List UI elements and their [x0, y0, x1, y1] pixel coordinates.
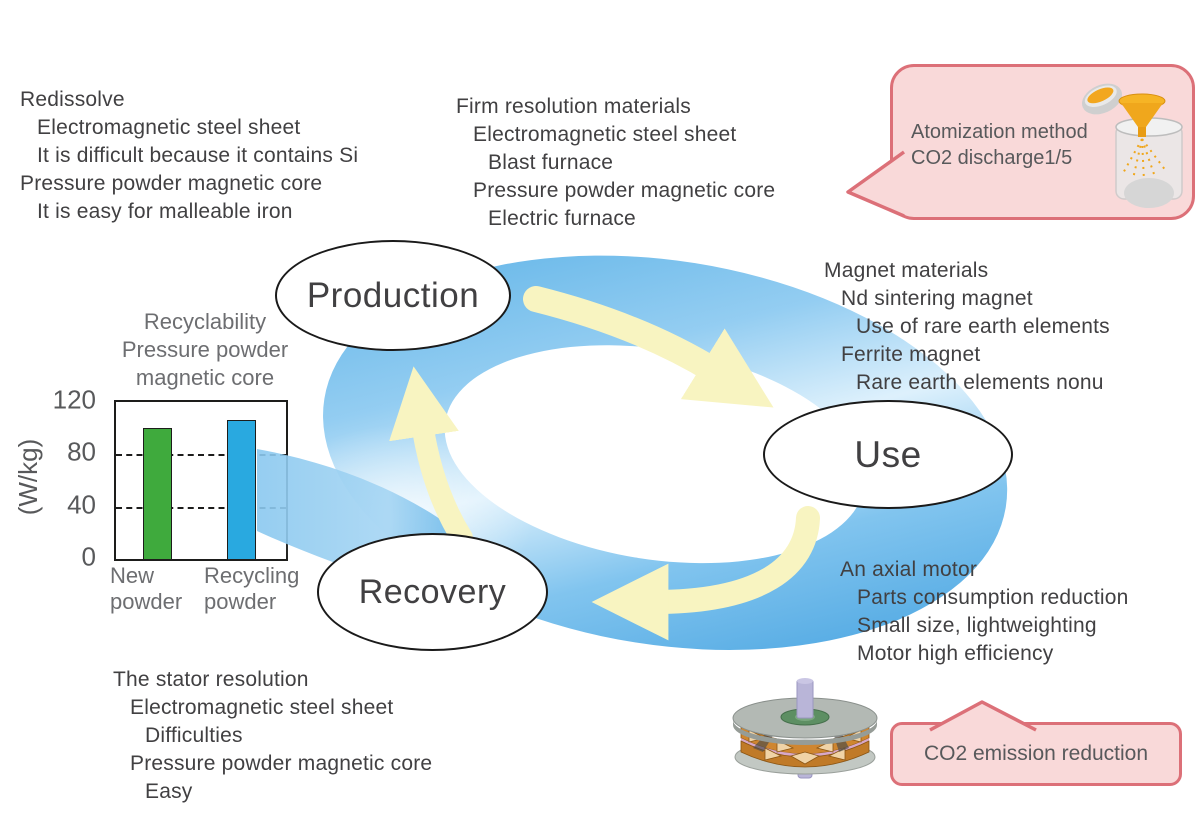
category-line: Recycling [204, 563, 300, 588]
note-line: Magnet materials [824, 259, 989, 282]
callout-co2-tail [929, 700, 1037, 732]
callout-atomization: Atomization method CO2 discharge1/5 [890, 64, 1195, 220]
node-recovery: Recovery [317, 533, 548, 651]
chart-title-line: Recyclability [143, 309, 267, 334]
note-line: Electric furnace [488, 207, 636, 230]
note-line: Easy [145, 780, 193, 803]
atomizer-illustration [1081, 83, 1183, 208]
arrow-production-to-use [523, 286, 774, 408]
note-line: Electromagnetic steel sheet [473, 123, 737, 146]
note-line: Ferrite magnet [841, 343, 981, 366]
axial-motor-illustration [732, 678, 878, 779]
note-magnet-materials: Magnet materials Nd sintering magnet Use… [824, 257, 1110, 397]
note-line: Use of rare earth elements [856, 315, 1110, 338]
y-tick: 40 [67, 489, 96, 520]
note-line: Difficulties [145, 724, 243, 747]
chart-title: Recyclability Pressure powder magnetic c… [100, 308, 310, 392]
category-label-recycling-powder: Recycling powder [204, 563, 299, 615]
note-line: Parts consumption reduction [857, 586, 1129, 609]
bar-new-powder [143, 428, 172, 559]
note-axial-motor: An axial motor Parts consumption reducti… [840, 556, 1129, 668]
note-line: Pressure powder magnetic core [130, 752, 433, 775]
gridline-40 [116, 506, 286, 509]
y-tick: 120 [52, 384, 96, 415]
callout-atomization-text: Atomization method CO2 discharge1/5 [911, 119, 1088, 171]
note-redissolve: Redissolve Electromagnetic steel sheet I… [20, 86, 358, 226]
bar-recycling-powder [227, 420, 256, 559]
chart-title-line: Pressure powder [121, 337, 289, 362]
note-stator-resolution: The stator resolution Electromagnetic st… [113, 666, 432, 806]
note-line: Small size, lightweighting [857, 614, 1097, 637]
callout-co2-text: CO2 emission reduction [923, 742, 1149, 765]
recyclability-bar-chart [114, 400, 288, 561]
note-firm-resolution: Firm resolution materials Electromagneti… [456, 93, 775, 233]
category-label-new-powder: New powder [110, 563, 182, 615]
y-tick: 80 [67, 436, 96, 467]
gridline-80 [116, 454, 286, 457]
node-production: Production [275, 240, 511, 351]
node-use-label: Use [854, 433, 922, 475]
note-line: An axial motor [840, 558, 978, 581]
note-line: Electromagnetic steel sheet [37, 116, 301, 139]
arrow-recovery-to-production [389, 366, 473, 549]
node-production-label: Production [306, 275, 480, 315]
note-line: Blast furnace [488, 151, 614, 174]
callout-line: CO2 discharge1/5 [911, 147, 1073, 169]
note-line: Firm resolution materials [456, 95, 691, 118]
category-line: New [110, 563, 155, 588]
note-line: Electromagnetic steel sheet [130, 696, 394, 719]
node-recovery-label: Recovery [358, 572, 507, 611]
note-line: It is easy for malleable iron [37, 200, 293, 223]
note-line: It is difficult because it contains Si [37, 144, 359, 167]
arrow-use-to-recovery [591, 506, 820, 641]
y-tick: 0 [81, 541, 96, 572]
node-use: Use [763, 400, 1013, 509]
callout-line: Atomization method [911, 121, 1088, 143]
note-line: Pressure powder magnetic core [20, 172, 323, 195]
note-line: Motor high efficiency [857, 642, 1054, 665]
note-line: The stator resolution [113, 668, 309, 691]
note-line: Rare earth elements nonu [856, 371, 1104, 394]
chart-y-ticks: 120 80 40 0 [36, 385, 102, 572]
note-line: Pressure powder magnetic core [473, 179, 776, 202]
category-line: powder [204, 589, 277, 614]
note-line: Nd sintering magnet [841, 287, 1033, 310]
note-line: Redissolve [20, 88, 125, 111]
chart-title-line: magnetic core [135, 365, 275, 390]
callout-co2-emission: CO2 emission reduction [890, 722, 1182, 786]
category-line: powder [110, 589, 183, 614]
callout-atomization-tail [846, 150, 906, 218]
